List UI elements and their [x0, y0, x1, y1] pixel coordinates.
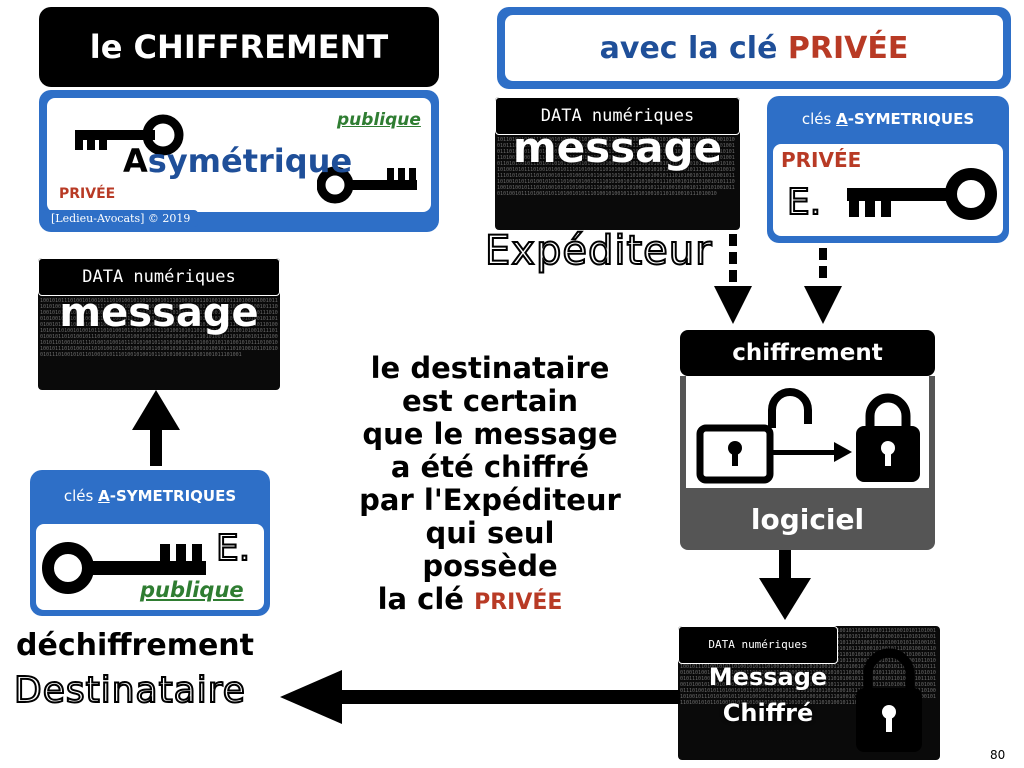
- data-header-left-text: DATA numériques: [82, 267, 236, 287]
- data-header-left: DATA numériques: [38, 258, 280, 296]
- copyright-tab: [Ledieu-Avocats] © 2019: [43, 210, 199, 227]
- keys-header-top-rest: -SYMETRIQUES: [847, 110, 975, 128]
- asymetrique-card: publique Asymétrique PRIVÉE [Ledieu-Avoc…: [39, 90, 439, 232]
- encrypted-message-line1: Message: [708, 663, 828, 691]
- binary-background-left: 1001010111010010100101110101001011010100…: [40, 298, 278, 358]
- center-line-1: le destinataire: [370, 351, 610, 385]
- keys-header-top: clés A-SYMETRIQUES: [767, 96, 1009, 142]
- keys-inner-left: E. publique: [36, 524, 264, 610]
- software-footer-text: logiciel: [750, 502, 865, 536]
- asymetrique-word: Asymétrique: [123, 142, 352, 180]
- keys-header-left: clés A-SYMETRIQUES: [30, 470, 270, 522]
- message-word-left: message: [59, 290, 259, 336]
- private-key-icon: [75, 114, 184, 156]
- software-footer: logiciel: [680, 488, 935, 550]
- keys-box-left: clés A-SYMETRIQUES E. publique: [30, 470, 270, 616]
- center-line-7: possède: [422, 549, 558, 583]
- asymetrique-initial: A: [123, 142, 148, 180]
- dotted-arrow-key: [804, 248, 842, 324]
- data-header-top-text: DATA numériques: [540, 106, 695, 126]
- keys-owner-top: E.: [786, 181, 822, 224]
- public-key-icon: [317, 166, 417, 204]
- center-last-prefix: la clé: [377, 582, 464, 616]
- keys-owner-left: E.: [215, 527, 251, 570]
- keys-header-left-prefix: clés: [63, 487, 94, 505]
- encrypt-header: chiffrement: [680, 330, 935, 376]
- lock-panel: [680, 376, 935, 488]
- keys-inner-top: PRIVÉE E.: [773, 144, 1003, 236]
- center-explanation: le destinataire est certain que le messa…: [300, 352, 680, 619]
- data-header-top: DATA numériques: [495, 97, 740, 135]
- chiffrement-title: le CHIFFREMENT: [39, 7, 439, 87]
- private-key-title-prefix: avec la clé: [599, 30, 778, 66]
- encrypted-lock-icon: [856, 648, 922, 752]
- public-label: publique: [337, 110, 421, 130]
- keys-private-label: PRIVÉE: [781, 148, 862, 172]
- keys-public-label: publique: [140, 578, 244, 602]
- keys-box-top: clés A-SYMETRIQUES PRIVÉE E.: [767, 96, 1009, 243]
- page-number: 80: [990, 748, 1006, 762]
- message-word-top: message: [512, 123, 723, 172]
- decrypt-label: déchiffrement: [16, 628, 254, 663]
- data-box-top: 1011010010101110100101001011101010010110…: [495, 97, 740, 230]
- center-last-highlight: PRIVÉE: [474, 590, 563, 615]
- encryption-process: chiffrement logiciel: [680, 330, 935, 550]
- dotted-arrow-message: [714, 234, 752, 324]
- sender-public-key-icon: [42, 542, 206, 594]
- recipient-label: Destinataire: [13, 669, 246, 712]
- center-line-6: qui seul: [425, 516, 555, 550]
- encrypted-header: DATA numériques: [678, 626, 838, 664]
- sender-label: Expéditeur: [484, 227, 713, 275]
- arrow-up-message: [132, 390, 180, 466]
- private-key-title-highlight: PRIVÉE: [787, 30, 909, 66]
- binary-background: 1011010010101110100101001011101010010110…: [497, 137, 735, 197]
- keys-header-left-rest: -SYMETRIQUES: [109, 487, 237, 505]
- arrow-down-encrypted: [759, 550, 811, 620]
- sender-private-key-icon: [847, 168, 997, 220]
- lock-transition-icon: [696, 388, 920, 484]
- center-line-3: que le message: [362, 417, 618, 451]
- encrypted-message-line2: Chiffré: [722, 699, 814, 727]
- asymetrique-rest: symétrique: [147, 142, 353, 180]
- encrypted-header-text: DATA numériques: [708, 638, 808, 651]
- copyright-text: [Ledieu-Avocats] © 2019: [51, 212, 191, 225]
- encrypted-box: 0110101001011101001010110100101011101001…: [678, 626, 940, 760]
- private-key-title: avec la clé PRIVÉE: [505, 15, 1003, 81]
- encrypt-header-text: chiffrement: [732, 340, 883, 366]
- private-label: PRIVÉE: [59, 186, 116, 202]
- center-line-5: par l'Expéditeur: [359, 483, 621, 517]
- center-line-8: la clé PRIVÉE: [260, 583, 680, 619]
- center-line-2: est certain: [401, 384, 579, 418]
- keys-header-top-a: A: [836, 110, 848, 128]
- keys-header-left-a: A: [98, 487, 110, 505]
- chiffrement-title-text: le CHIFFREMENT: [89, 28, 389, 66]
- center-line-4: a été chiffré: [390, 450, 590, 484]
- arrow-left-recipient: [280, 670, 680, 724]
- keys-header-top-prefix: clés: [801, 110, 832, 128]
- data-box-left: 1001010111010010100101110101001011010100…: [38, 258, 280, 390]
- private-key-title-frame: avec la clé PRIVÉE: [497, 7, 1011, 89]
- asymetrique-card-inner: publique Asymétrique PRIVÉE: [47, 98, 431, 212]
